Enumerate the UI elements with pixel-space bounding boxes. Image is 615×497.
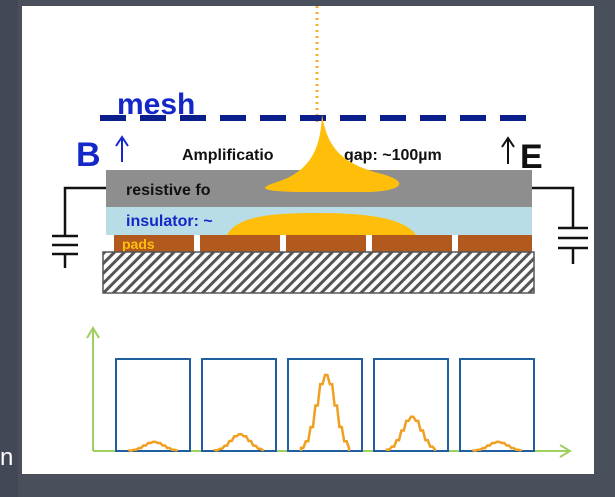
pad — [372, 235, 452, 252]
readout-channel-box — [201, 358, 277, 452]
readout-channel-box — [115, 358, 191, 452]
pad — [200, 235, 280, 252]
readout-channel-boxes — [115, 358, 535, 452]
gap-label-right: gap: ~100µm — [344, 147, 442, 164]
readout-channel-box — [287, 358, 363, 452]
e-field-label: E — [520, 138, 543, 176]
b-field-label: B — [76, 136, 101, 174]
readout-pads — [114, 235, 532, 252]
signal-profile-curve — [127, 440, 179, 452]
left-ground-symbol — [52, 186, 106, 268]
charge-avalanche-upper — [265, 114, 400, 192]
pad — [458, 235, 532, 252]
micromegas-diagram: mesh B E Amplificatio gap: ~100µm resist… — [52, 6, 588, 458]
signal-profile-curve — [471, 440, 523, 452]
signal-profile-curve — [213, 433, 265, 452]
diagram-panel: mesh B E Amplificatio gap: ~100µm resist… — [22, 6, 594, 474]
e-field-arrow — [501, 136, 515, 164]
signal-profiles — [127, 373, 523, 452]
resistive-label: resistive fo — [126, 182, 211, 199]
signal-profile-curve — [385, 415, 437, 451]
right-ground-symbol — [532, 186, 588, 264]
pad — [114, 235, 194, 252]
signal-profile-curve — [299, 373, 351, 451]
b-field-arrow — [115, 135, 129, 162]
gap-label-left: Amplificatio — [182, 147, 274, 164]
left-edge-text: n — [0, 444, 14, 471]
readout-channel-box — [373, 358, 449, 452]
insulator-label: insulator: ~ — [126, 213, 213, 230]
pad — [286, 235, 366, 252]
pads-label: pads — [122, 236, 155, 252]
signal-plot-axes — [86, 326, 572, 458]
readout-channel-box — [459, 358, 535, 452]
slide-left-band — [0, 0, 18, 497]
pcb-base — [102, 251, 535, 294]
charge-spread-lower — [227, 213, 416, 235]
